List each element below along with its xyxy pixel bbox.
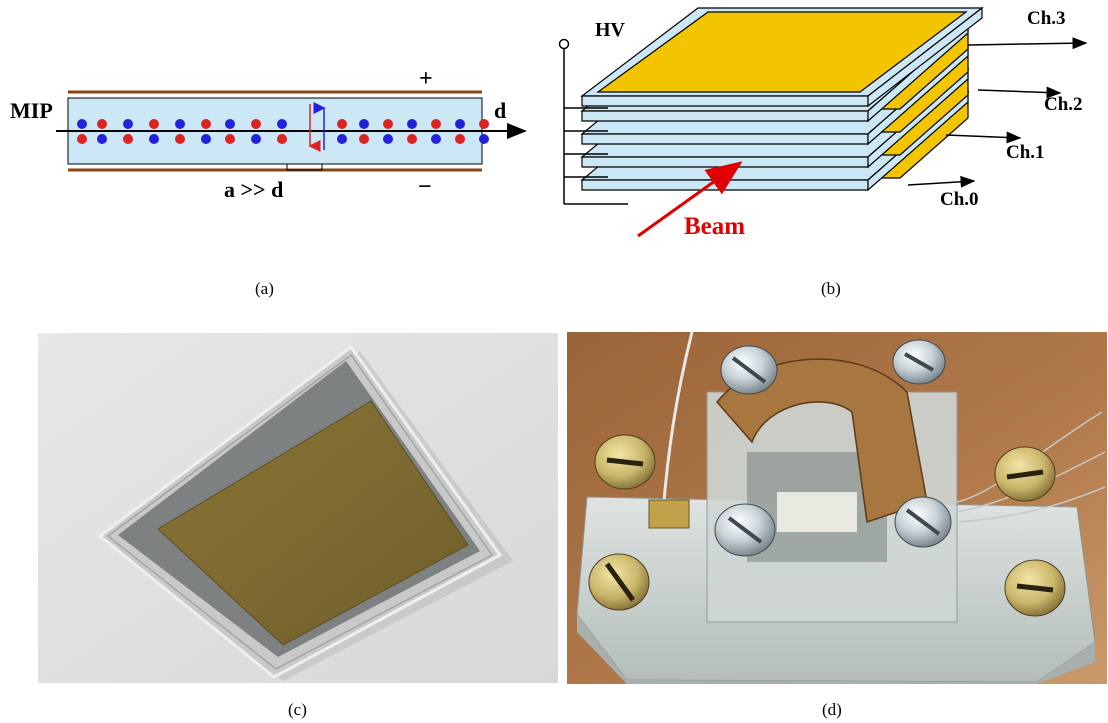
- plate-stack: [580, 6, 984, 192]
- plate-ch1-front: [581, 156, 869, 168]
- steel-screw-2: [892, 339, 946, 385]
- hv-label: HV: [595, 19, 626, 41]
- mip-label: MIP: [10, 98, 53, 123]
- charge-dot: [277, 134, 287, 144]
- plus-label: +: [419, 66, 433, 92]
- charge-dot: [407, 134, 417, 144]
- diamond-sensor-photo: [38, 333, 558, 683]
- charge-dot: [149, 134, 159, 144]
- beam-label: Beam: [684, 213, 745, 240]
- ch2-label: Ch.2: [1044, 94, 1083, 115]
- charge-dot: [123, 134, 133, 144]
- charge-dot: [251, 134, 261, 144]
- brass-screw-top-left: [594, 434, 656, 490]
- contact-pad: [648, 499, 690, 529]
- brass-screw-bottom-left: [588, 553, 650, 611]
- ch1-label: Ch.1: [1006, 142, 1045, 163]
- panel-c-photo: [38, 333, 558, 683]
- panel-a-diagram: MIP d + − a >> d: [0, 0, 560, 300]
- ch3-arrow: [967, 37, 1088, 50]
- ch0-arrow: [907, 175, 976, 188]
- plate-top-side: [867, 6, 983, 108]
- charge-dot: [225, 134, 235, 144]
- charge-dot: [277, 119, 287, 129]
- ch0-label: Ch.0: [940, 189, 979, 210]
- beam-arrow: [637, 161, 743, 238]
- caption-c: (c): [288, 700, 307, 719]
- plate-ch3-lower-front: [581, 110, 869, 122]
- charge-dot: [97, 134, 107, 144]
- charge-dot: [97, 119, 107, 129]
- plate-ch0-front: [581, 179, 869, 191]
- signal-wire-3: [958, 486, 1106, 523]
- charge-dot: [77, 134, 87, 144]
- plate-top-front: [581, 95, 869, 107]
- charge-dot: [359, 119, 369, 129]
- charge-dot: [77, 119, 87, 129]
- caption-a: (a): [255, 279, 274, 298]
- hv-terminal: [558, 38, 570, 50]
- ch1-arrow: [945, 131, 1022, 144]
- charge-dot: [337, 134, 347, 144]
- charge-dot: [359, 134, 369, 144]
- caption-b: (b): [821, 279, 841, 298]
- ch3-label: Ch.3: [1027, 8, 1066, 29]
- panel-b-diagram: HV Ch.3 Ch.2 Ch.1 Ch.0 Beam: [548, 0, 1108, 260]
- charge-dot: [123, 119, 133, 129]
- panel-d-photo: [567, 331, 1107, 684]
- stacked-detector-schematic: HV Ch.3 Ch.2 Ch.1 Ch.0 Beam: [558, 6, 1088, 240]
- d-label: d: [494, 98, 506, 123]
- charge-dot: [201, 134, 211, 144]
- charge-dot: [175, 119, 185, 129]
- brass-screw-bottom-right: [1004, 559, 1066, 617]
- steel-screw-4: [894, 496, 952, 548]
- charge-dot: [225, 119, 235, 129]
- charge-dot: [455, 134, 465, 144]
- charge-dot: [383, 119, 393, 129]
- sensor-metal-pad: [158, 401, 468, 645]
- charge-dot: [455, 119, 465, 129]
- caption-d: (d): [822, 700, 842, 719]
- gap-label: a >> d: [224, 177, 283, 202]
- steel-screw-1: [720, 345, 778, 395]
- charge-dot: [175, 134, 185, 144]
- minus-label: −: [418, 174, 432, 200]
- charge-pairs: [77, 119, 489, 144]
- steel-screw-3: [714, 503, 776, 557]
- charge-dot: [479, 119, 489, 129]
- charge-dot: [479, 134, 489, 144]
- brass-screw-top-right: [994, 446, 1056, 502]
- charge-dot: [431, 134, 441, 144]
- charge-dot: [149, 119, 159, 129]
- detector-holder-photo: [567, 331, 1107, 684]
- charge-dot: [251, 119, 261, 129]
- parallel-plate-schematic: MIP d + − a >> d: [10, 66, 527, 202]
- plate-ch2-front: [581, 133, 869, 145]
- ch2-arrow: [977, 86, 1062, 99]
- gap-bracket: [286, 164, 323, 171]
- plate-top-electrode: [596, 11, 968, 93]
- charge-dot: [431, 119, 441, 129]
- charge-dot: [337, 119, 347, 129]
- charge-dot: [407, 119, 417, 129]
- charge-dot: [201, 119, 211, 129]
- charge-dot: [383, 134, 393, 144]
